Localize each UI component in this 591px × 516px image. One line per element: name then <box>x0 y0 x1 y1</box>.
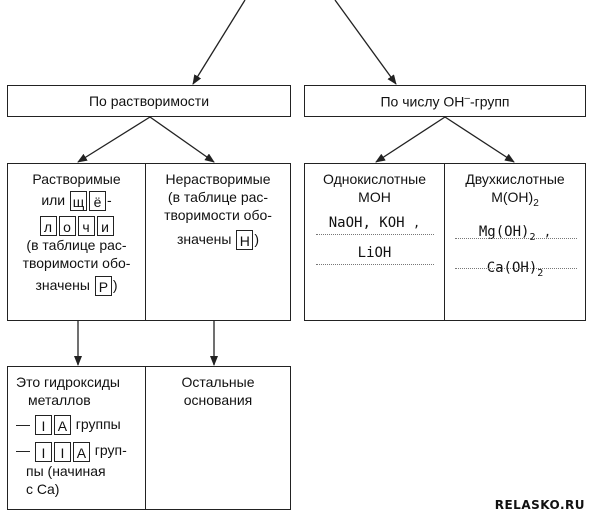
letter-box: ё <box>89 191 107 212</box>
bottom-divider <box>145 367 146 509</box>
mono-cell: Однокислотные МОН NaOH, KOH , LiOH <box>305 170 444 262</box>
bottom-right-line2: основания <box>183 392 253 408</box>
di-example2: Ca(OH)2 <box>486 259 544 279</box>
mono-formula: МОН <box>358 189 391 205</box>
di-dotline-1 <box>455 238 577 239</box>
soluble-title: Растворимые <box>32 171 121 187</box>
arrow-to-di <box>444 116 515 163</box>
soluble-marked: значены Р) <box>35 275 118 296</box>
letter-box: I <box>34 415 52 436</box>
letter-box: A <box>53 415 71 436</box>
insoluble-note2: творимости обо- <box>164 207 272 223</box>
oh-groups-header-label: По числу ОН–-групп <box>380 92 510 110</box>
mono-example1: NaOH, KOH , <box>328 215 421 231</box>
solubility-header-label: По растворимости <box>88 93 210 109</box>
mono-title: Однокислотные <box>322 171 426 187</box>
insoluble-marked: значены Н) <box>176 230 260 251</box>
mono-dotline-2 <box>316 264 434 265</box>
di-dotline-2 <box>455 268 577 269</box>
mono-dotline-1 <box>316 234 434 235</box>
oh-groups-header: По числу ОН–-групп <box>304 85 586 117</box>
letter-box: л <box>39 215 57 236</box>
letter-box: Н <box>236 230 254 251</box>
mono-example2: LiOH <box>357 245 392 261</box>
di-cell: Двухкислотные М(ОН)2 Mg(OH)2 , Ca(OH)2 <box>445 170 585 282</box>
letter-box: I <box>34 441 52 462</box>
arrow-to-soluble <box>77 116 151 163</box>
bottom-box <box>7 366 291 510</box>
insoluble-cell: Нерастворимые (в таблице рас- творимости… <box>146 170 290 251</box>
di-title: Двухкислотные <box>465 171 565 187</box>
bottom-left-line-ca: с Ca) <box>26 480 60 497</box>
solubility-box <box>7 163 291 321</box>
bottom-left-line1: Это гидроксиды <box>16 374 120 390</box>
di-formula: М(ОН)2 <box>491 189 539 209</box>
oh-groups-box <box>304 163 586 321</box>
letter-box: Р <box>94 275 112 296</box>
letter-box: A <box>72 441 90 462</box>
letter-box: щ <box>70 191 88 212</box>
insoluble-title: Нерастворимые <box>165 171 271 187</box>
watermark: RELASKO.RU <box>494 498 585 512</box>
solubility-divider <box>145 164 146 320</box>
bottom-right-line1: Остальные <box>181 374 255 390</box>
di-example1: Mg(OH)2 , <box>478 223 552 243</box>
letter-box: и <box>96 215 114 236</box>
arrow-to-insoluble <box>149 116 215 163</box>
solubility-header: По растворимости <box>7 85 291 117</box>
letter-box: о <box>58 215 76 236</box>
bottom-left-line-pi: пы (начиная <box>26 462 106 479</box>
arrow-to-mono <box>375 116 446 163</box>
letter-box: ч <box>77 215 95 236</box>
arrow-to-oh-groups <box>334 0 397 85</box>
soluble-note2: творимости обо- <box>22 254 131 271</box>
arrow-to-solubility <box>192 0 246 85</box>
bottom-left-line2: металлов <box>28 392 91 408</box>
insoluble-note1: (в таблице рас- <box>167 189 269 205</box>
letter-box: I <box>53 441 71 462</box>
bottom-right-cell: Остальные основания <box>146 373 290 409</box>
soluble-note1: (в таблице рас- <box>26 236 127 253</box>
oh-groups-divider <box>444 164 445 320</box>
